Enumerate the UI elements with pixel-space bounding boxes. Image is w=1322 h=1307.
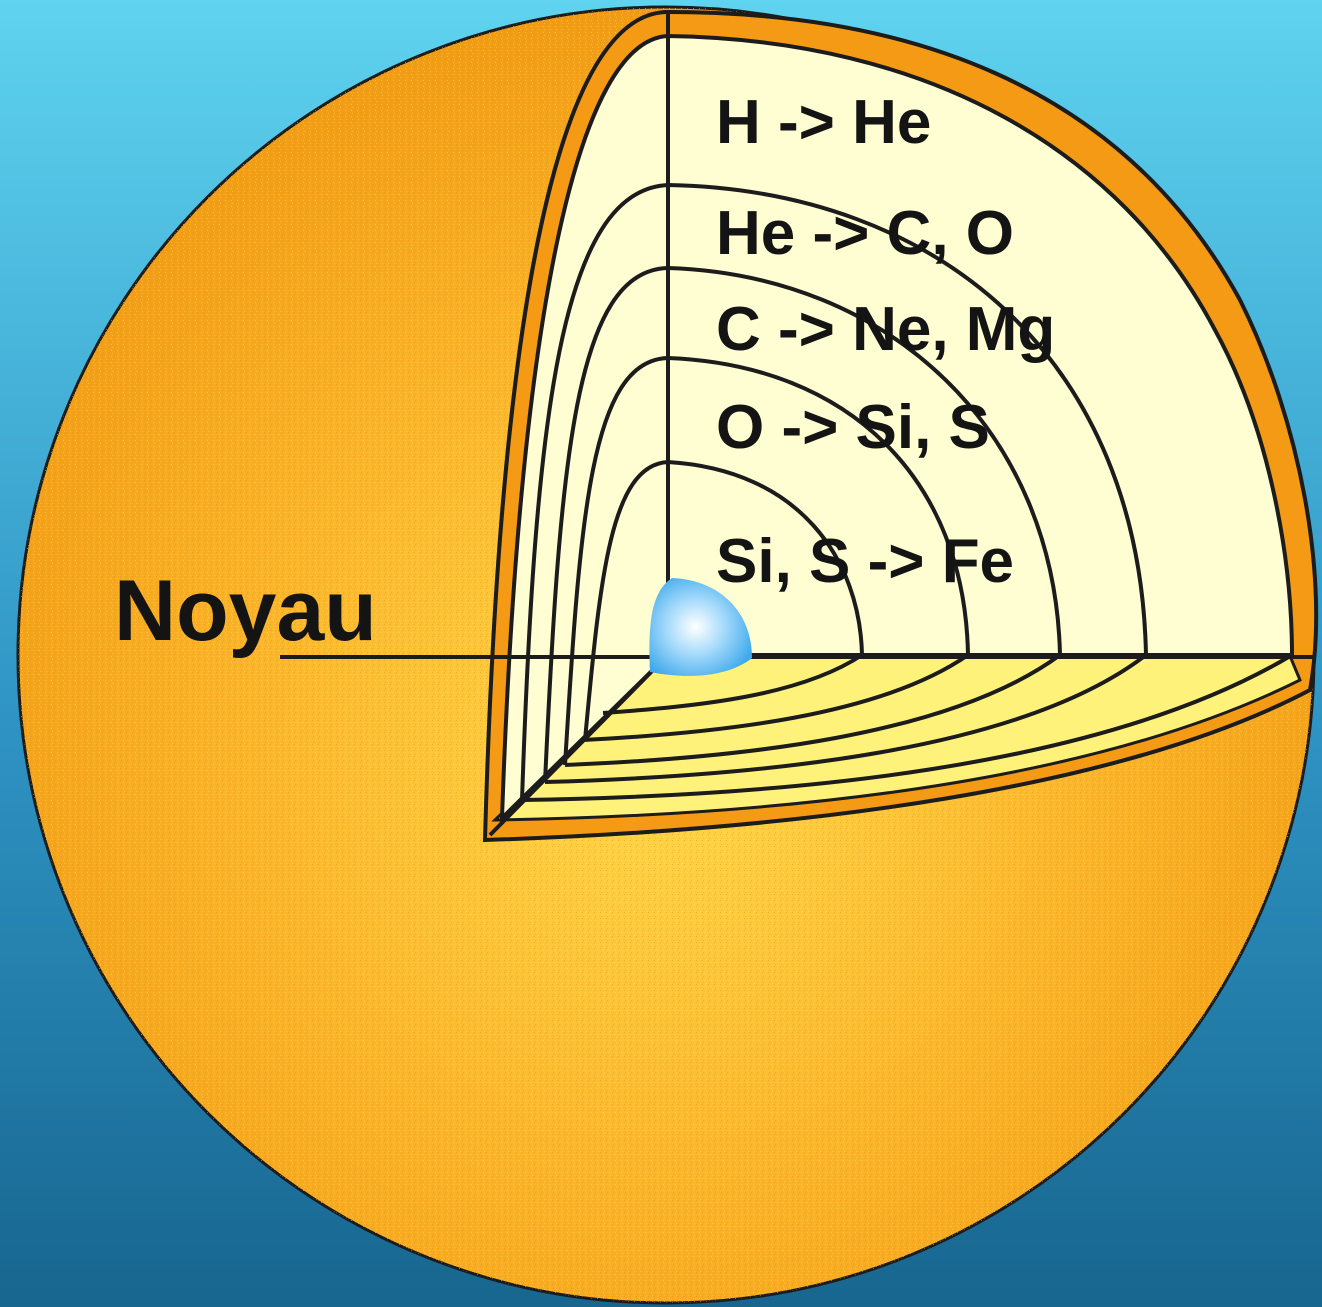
cutaway-axes <box>280 12 1316 837</box>
core-label: Noyau <box>114 563 377 659</box>
shell-label-helium: He -> C, O <box>716 199 1014 268</box>
shell-boundary-silicon <box>583 460 864 741</box>
shell-boundary-oxygen <box>563 356 970 766</box>
shell-label-silicon: Si, S -> Fe <box>716 527 1014 596</box>
shell-label-carbon: C -> Ne, Mg <box>716 295 1055 364</box>
iron-core <box>649 578 752 676</box>
floor-contours <box>521 653 1294 802</box>
shell-label-oxygen: O -> Si, S <box>716 393 990 462</box>
diagonal-axis <box>488 653 670 837</box>
shell-boundary-carbon <box>543 266 1062 783</box>
shell-labels: H -> He He -> C, O C -> Ne, Mg O -> Si, … <box>716 88 1055 596</box>
cavity-floor <box>491 650 1302 822</box>
shell-boundaries <box>520 183 1148 801</box>
shell-label-hydrogen: H -> He <box>716 88 931 157</box>
shell-boundary-helium <box>520 183 1148 801</box>
